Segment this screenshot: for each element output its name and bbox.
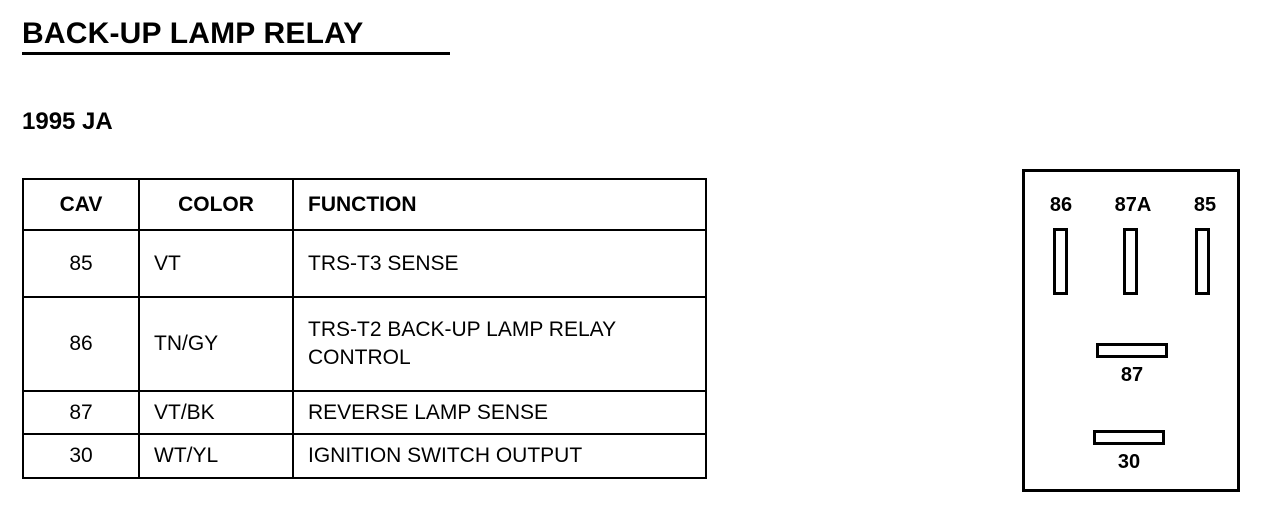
table-row: 85 VT TRS-T3 SENSE (22, 229, 707, 298)
cell-color: TN/GY (138, 296, 294, 392)
relay-terminal-blade-30 (1093, 430, 1165, 445)
cell-cav: 87 (22, 390, 140, 435)
cell-color: WT/YL (138, 433, 294, 479)
relay-terminal-label-87: 87 (1120, 364, 1144, 386)
cell-color: VT/BK (138, 390, 294, 435)
cell-function-line-1: TRS-T2 BACK-UP LAMP RELAY (308, 318, 617, 341)
cell-function-line-1: IGNITION SWITCH OUTPUT (308, 444, 583, 467)
column-header-color: COLOR (138, 178, 294, 231)
cell-function-line-1: TRS-T3 SENSE (308, 251, 459, 275)
cell-function: IGNITION SWITCH OUTPUT (292, 433, 707, 479)
title-underline (22, 52, 450, 55)
pinout-table: CAV COLOR FUNCTION 85 VT TRS-T3 SENSE 86… (22, 178, 707, 479)
cell-function: TRS-T2 BACK-UP LAMP RELAY CONTROL (292, 296, 707, 392)
cell-cav: 86 (22, 296, 140, 392)
cell-cav: 85 (22, 229, 140, 298)
relay-terminal-blade-87a (1123, 228, 1138, 295)
relay-connector-diagram: 86 87A 85 87 30 (1022, 169, 1240, 492)
relay-terminal-label-30: 30 (1117, 451, 1141, 473)
cell-function-line-1: REVERSE LAMP SENSE (308, 400, 549, 424)
relay-terminal-blade-87 (1096, 343, 1168, 358)
cell-function: TRS-T3 SENSE (292, 229, 707, 298)
table-row: 86 TN/GY TRS-T2 BACK-UP LAMP RELAY CONTR… (22, 296, 707, 392)
column-header-function: FUNCTION (292, 178, 707, 231)
cell-function-line-2: CONTROL (308, 346, 411, 369)
table-row: 87 VT/BK REVERSE LAMP SENSE (22, 390, 707, 435)
relay-terminal-blade-86 (1053, 228, 1068, 295)
relay-terminal-label-86: 86 (1049, 194, 1073, 216)
page-subtitle: 1995 JA (22, 108, 113, 135)
column-header-cav: CAV (22, 178, 140, 231)
relay-terminal-blade-85 (1195, 228, 1210, 295)
table-header-row: CAV COLOR FUNCTION (22, 178, 707, 231)
table-row: 30 WT/YL IGNITION SWITCH OUTPUT (22, 433, 707, 479)
relay-terminal-label-85: 85 (1193, 194, 1217, 216)
cell-function: REVERSE LAMP SENSE (292, 390, 707, 435)
cell-color: VT (138, 229, 294, 298)
cell-cav: 30 (22, 433, 140, 479)
relay-terminal-label-87a: 87A (1114, 194, 1152, 216)
page-title: BACK-UP LAMP RELAY (22, 17, 364, 50)
